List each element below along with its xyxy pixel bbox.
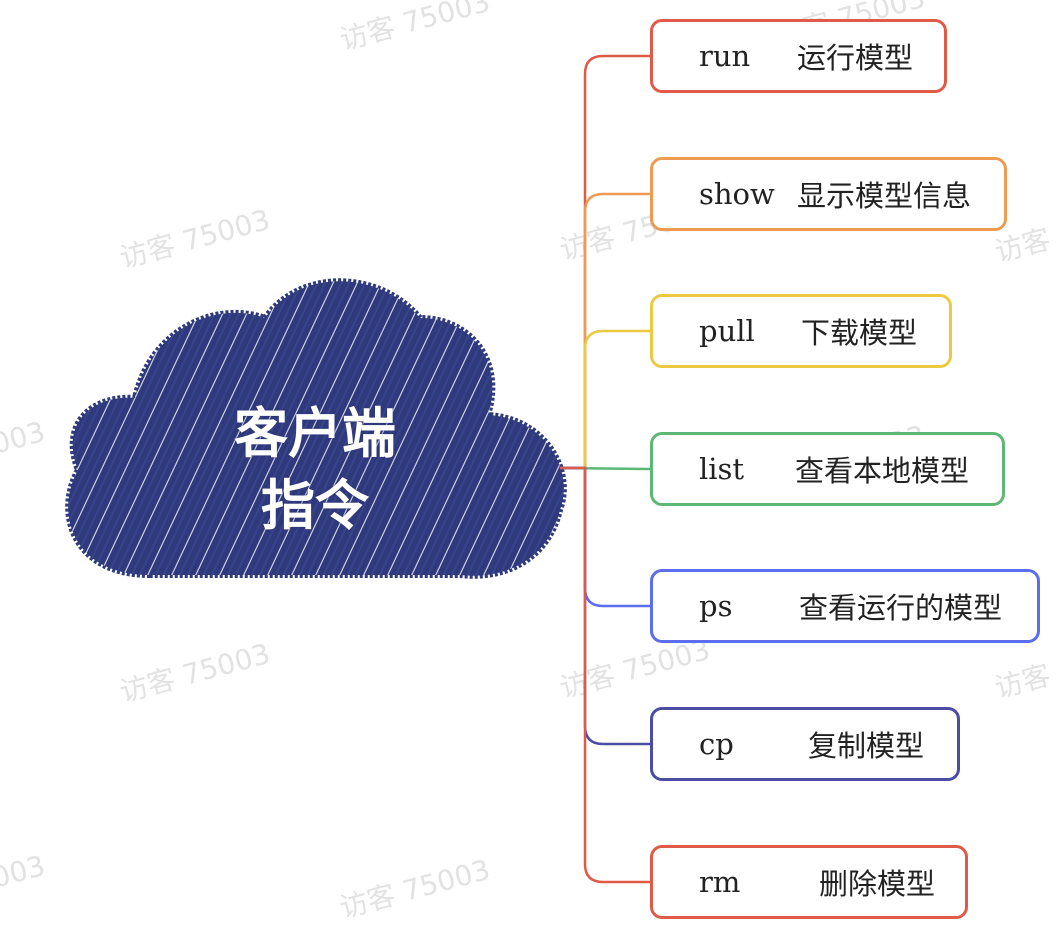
hatch-stroke (223, 281, 385, 576)
hatch-stroke (199, 281, 361, 576)
hatch-stroke (271, 281, 433, 576)
node-show[interactable]: show 显示模型信息 (650, 157, 1007, 231)
hatch-stroke (119, 281, 281, 576)
node-rm[interactable]: rm 删除模型 (650, 845, 968, 919)
hatch-stroke (167, 281, 329, 576)
hatch-stroke (0, 260, 16, 600)
node-command: cp (699, 727, 734, 761)
hatch-stroke (503, 281, 564, 576)
node-description: 下载模型 (801, 316, 918, 350)
connector-line (560, 192, 650, 470)
connector-line (560, 466, 650, 608)
hatch-stroke (0, 260, 40, 600)
node-description: 查看运行的模型 (799, 591, 1003, 625)
node-description: 运行模型 (797, 41, 914, 75)
hatch-stroke (159, 281, 321, 576)
hatch-stroke (87, 281, 249, 576)
node-command: ps (699, 589, 733, 623)
hatch-stroke (111, 281, 273, 576)
hatch-stroke (135, 281, 297, 576)
connector-line (560, 466, 650, 884)
center-title: 客户端 指令 (195, 398, 435, 542)
hatch-stroke (247, 281, 409, 576)
hatch-stroke (447, 281, 564, 576)
hatch-stroke (511, 281, 564, 576)
hatch-stroke (279, 281, 441, 576)
node-description: 复制模型 (808, 729, 925, 763)
hatch-stroke (239, 281, 401, 576)
node-description: 删除模型 (819, 867, 936, 901)
node-command: rm (699, 865, 741, 899)
node-command: list (699, 452, 745, 486)
center-title-line-1: 客户端 (234, 402, 396, 465)
hatch-stroke (0, 260, 32, 600)
hatch-stroke (0, 260, 64, 600)
node-run[interactable]: run 运行模型 (650, 19, 947, 93)
center-title-line-2: 指令 (261, 474, 369, 537)
hatch-stroke (191, 281, 353, 576)
node-cp[interactable]: cp 复制模型 (650, 707, 960, 781)
node-description: 显示模型信息 (797, 179, 972, 213)
node-command: pull (699, 314, 755, 348)
hatch-stroke (231, 281, 393, 576)
hatch-stroke (439, 281, 564, 576)
hatch-stroke (175, 281, 337, 576)
node-pull[interactable]: pull 下载模型 (650, 294, 952, 368)
hatch-stroke (0, 260, 8, 600)
connectors (559, 54, 651, 884)
hatch-stroke (103, 281, 265, 576)
hatch-stroke (68, 281, 89, 576)
hatch-stroke (183, 281, 345, 576)
hatch-stroke (207, 281, 369, 576)
connector-line (560, 54, 650, 470)
hatch-stroke (487, 281, 564, 576)
hatch-stroke (431, 281, 564, 576)
hatch-stroke (151, 281, 313, 576)
node-description: 查看本地模型 (795, 454, 970, 488)
hatch-stroke (215, 281, 377, 576)
hatch-stroke (68, 281, 73, 576)
hatch-stroke (0, 260, 24, 600)
hatch-stroke (95, 281, 257, 576)
node-command: show (699, 177, 775, 211)
hatch-stroke (495, 281, 564, 576)
connector-line (560, 329, 650, 470)
hatch-stroke (0, 260, 56, 600)
hatch-stroke (263, 281, 425, 576)
node-list[interactable]: list 查看本地模型 (650, 432, 1005, 506)
hatch-stroke (255, 281, 417, 576)
hatch-stroke (143, 281, 305, 576)
hatch-stroke (68, 281, 81, 576)
hatch-stroke (79, 281, 241, 576)
node-ps[interactable]: ps 查看运行的模型 (650, 569, 1040, 643)
node-command: run (699, 39, 751, 73)
hatch-stroke (0, 260, 48, 600)
